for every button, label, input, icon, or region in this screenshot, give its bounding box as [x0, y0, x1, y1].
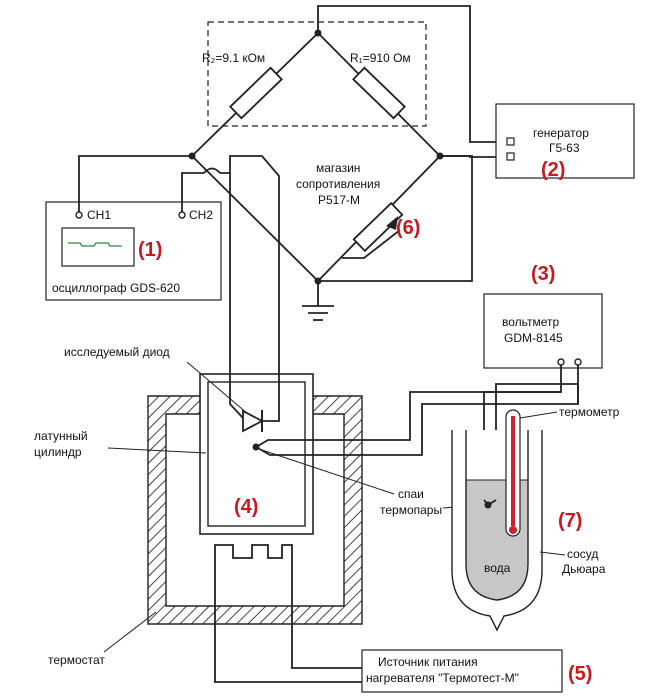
thermometer-column — [511, 416, 515, 526]
thermometer-bulb — [509, 526, 517, 534]
diode-wires — [229, 173, 280, 422]
power-number: (5) — [568, 663, 592, 685]
voltmeter-terminal-1 — [557, 358, 565, 366]
generator-terminal-2 — [506, 152, 515, 161]
thermometer-leader — [519, 411, 558, 419]
water-label: вода — [484, 561, 511, 575]
r1-label: R₁=910 Ом — [350, 51, 411, 65]
generator-label-2: Г5-63 — [549, 141, 580, 155]
resistor-r2 — [229, 66, 283, 120]
voltmeter-number: (3) — [531, 263, 555, 285]
voltmeter-label-2: GDM-8145 — [504, 331, 563, 345]
oscilloscope-trace — [68, 242, 122, 247]
voltmeter-label-1: вольтметр — [502, 315, 559, 329]
dewar-junction-wires — [483, 499, 497, 507]
store-label-2: сопротивления — [296, 177, 380, 191]
oscilloscope-label: осциллограф GDS-620 — [52, 281, 180, 295]
thermometer-label: термометр — [559, 405, 620, 419]
generator-label-1: генератор — [533, 126, 589, 140]
thermostat-leader — [103, 611, 157, 653]
thermocouple-junction-cylinder — [252, 443, 260, 451]
diode-label: исследуемый диод — [64, 345, 170, 359]
bridge-wires — [191, 5, 510, 282]
bridge-node-right — [436, 152, 444, 160]
resistance-store — [352, 201, 404, 253]
bridge-node-top — [314, 29, 322, 37]
store-label-3: Р517-М — [318, 193, 360, 207]
oscilloscope-screen — [61, 227, 135, 267]
voltmeter-terminal-2 — [574, 358, 582, 366]
junction-label-1: спаи — [398, 487, 424, 501]
ch2-label: CH2 — [189, 208, 213, 222]
cylinder-label-1: латунный — [34, 429, 88, 443]
oscilloscope-wires — [78, 155, 280, 258]
store-slider-arrow — [386, 216, 398, 230]
dewar-number: (7) — [558, 510, 582, 532]
brass-cylinder-inner — [207, 381, 306, 527]
generator-number: (2) — [541, 159, 565, 181]
power-supply-box — [361, 649, 563, 693]
junction-leader-1 — [261, 449, 395, 495]
store-slider-wire — [342, 229, 401, 259]
thermostat-label: термостат — [48, 653, 105, 667]
ground-icon — [302, 281, 334, 321]
resistor-r1 — [352, 66, 406, 120]
power-label-1: Источник питания — [378, 655, 478, 669]
r2-label: R₂=9.1 кОм — [202, 51, 265, 65]
oscilloscope-number: (1) — [138, 239, 162, 261]
bridge-dashed-frame — [207, 21, 427, 127]
heater-number: (4) — [234, 496, 258, 518]
store-number: (6) — [396, 217, 420, 239]
voltmeter-box — [483, 293, 603, 369]
dewar-leader — [539, 551, 566, 556]
heater-element — [214, 544, 362, 669]
cylinder-label-2: цилиндр — [34, 445, 82, 459]
ch2-connector-icon — [178, 211, 186, 219]
power-label-2: нагревателя "Термотест-М" — [366, 671, 519, 685]
generator-terminal-1 — [506, 137, 515, 146]
dewar-label-2: Дьюара — [562, 562, 606, 576]
store-label-1: магазин — [316, 161, 360, 175]
cylinder-leader — [107, 447, 207, 454]
diode-leader — [186, 361, 249, 415]
dewar-label-1: сосуд — [567, 547, 598, 561]
generator-box — [495, 103, 635, 179]
ch1-connector-icon — [75, 211, 83, 219]
junction-label-2: термопары — [380, 503, 442, 517]
heater-wire-2 — [214, 668, 362, 683]
ch1-label: CH1 — [87, 208, 111, 222]
thermocouple-wires — [255, 365, 579, 456]
dewar-inner — [465, 430, 529, 601]
